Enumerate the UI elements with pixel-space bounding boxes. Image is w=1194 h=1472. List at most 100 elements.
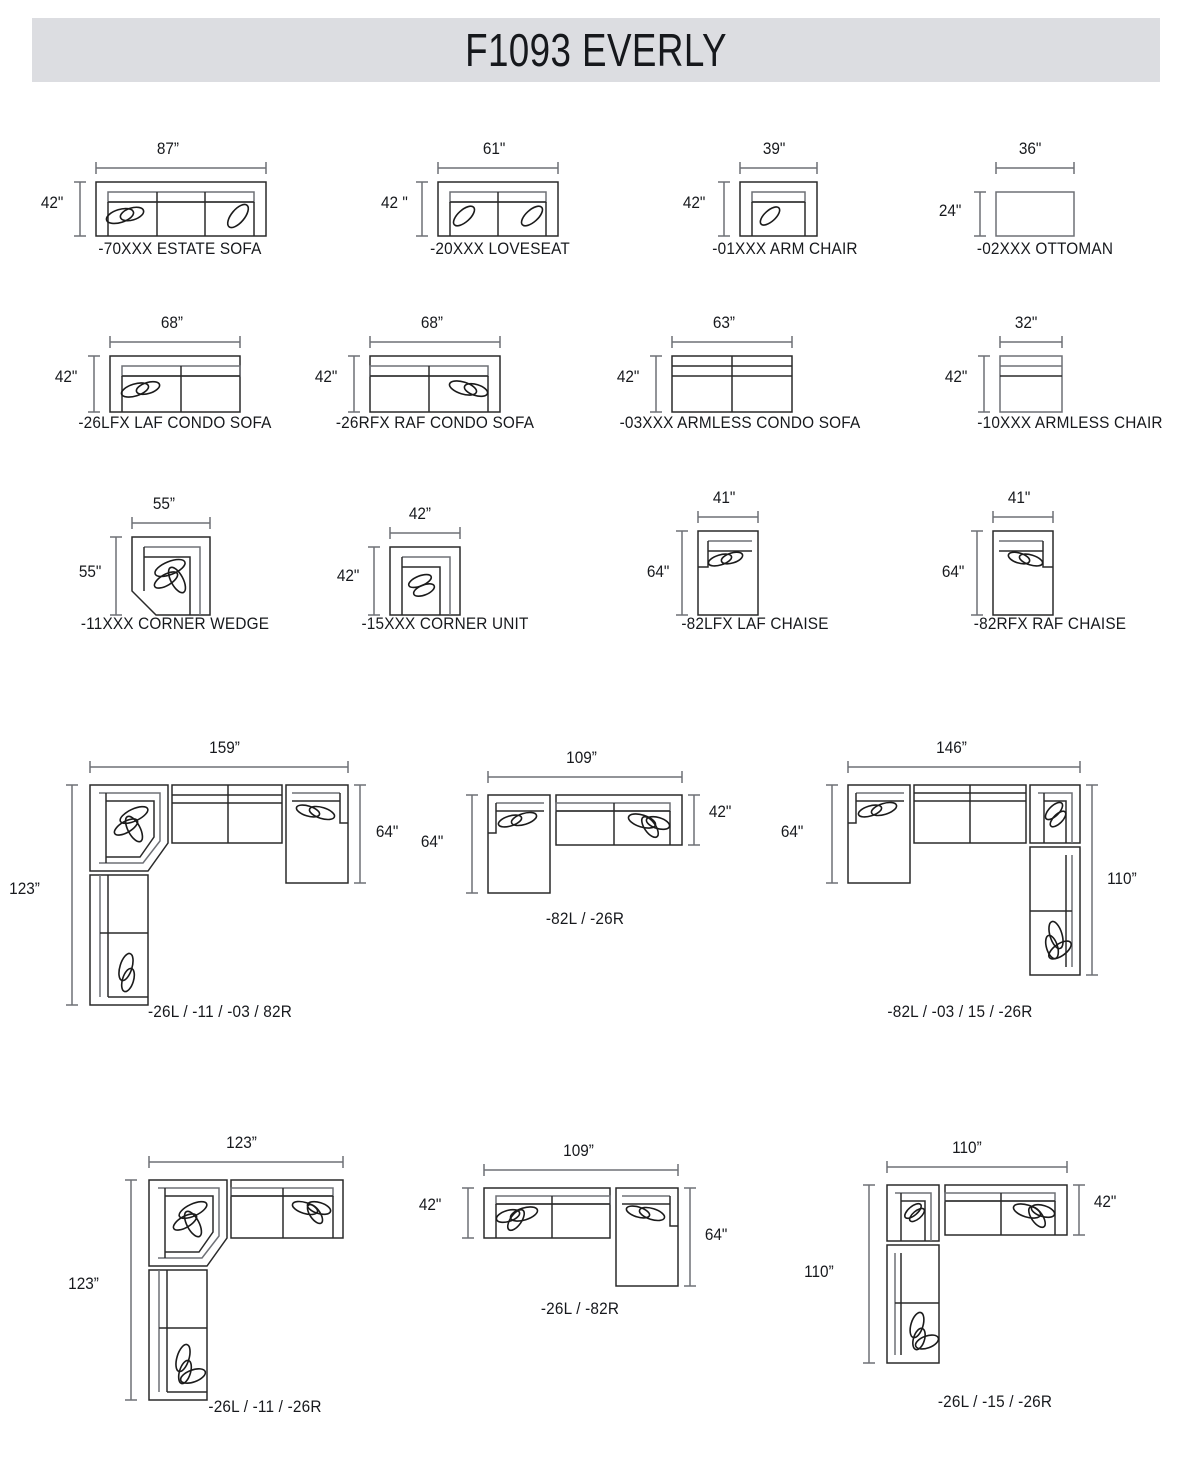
config-depth-label: 110”	[804, 1263, 834, 1281]
config-depth-dimension	[66, 784, 78, 1006]
piece-arm-chair: 39" 42" -01XXX ARM CHAIR	[683, 140, 930, 258]
pillow-icons	[759, 206, 781, 226]
config-width-label: 123”	[226, 1134, 257, 1152]
pillow-icons	[153, 558, 187, 594]
piece-caption: -10XXX ARMLESS CHAIR	[977, 414, 1163, 432]
piece-outline	[389, 546, 461, 616]
depth-label: 42"	[616, 368, 640, 386]
width-dimension-line	[995, 162, 1075, 174]
depth-label: 42"	[944, 368, 968, 386]
depth-dimension-line	[88, 355, 100, 413]
width-label: 42”	[408, 505, 432, 523]
depth-label: 42"	[40, 194, 64, 212]
piece-armless-chair: 32" 42" -10XXX ARMLESS CHAIR	[945, 314, 1180, 432]
piece-caption: -26LFX LAF CONDO SOFA	[78, 414, 272, 432]
pillow-icons	[105, 203, 250, 229]
config-depth-dimension	[462, 1187, 474, 1239]
width-dimension-line	[999, 336, 1063, 348]
config-82l-26r: 109” 64" 42" -82L / -26R	[421, 749, 760, 935]
piece-armless-condo-sofa: 63” 42" -03XXX ARMLESS CONDO SOFA	[616, 314, 910, 432]
depth-label: 42"	[314, 368, 338, 386]
component-armless-condo	[171, 784, 283, 844]
config-width-label: 109”	[566, 749, 597, 767]
config-depth-dimension	[125, 1179, 137, 1401]
config-caption: -26L / -11 / -26R	[208, 1398, 322, 1416]
config-depth-label: 123”	[68, 1275, 99, 1293]
config-width-label: 159”	[209, 739, 240, 757]
width-dimension-line	[389, 527, 461, 539]
config-width-dimension	[89, 761, 349, 773]
page-title: F1093 EVERLY	[465, 24, 727, 76]
width-label: 36"	[1018, 140, 1042, 158]
width-dimension-line	[739, 162, 818, 174]
config-width-dimension	[483, 1164, 679, 1176]
config-26l-15-26r: 110” 110” 42" -26L / -15 / -26R	[804, 1139, 1175, 1425]
width-label: 61"	[482, 140, 506, 158]
pillow-icons-condo	[1012, 1203, 1056, 1229]
depth-dimension-line	[348, 355, 360, 413]
config-depth-dimension	[466, 794, 478, 894]
pillow-icons-condo	[291, 1200, 332, 1225]
config-width-dimension	[487, 771, 683, 783]
config-width-dimension	[148, 1156, 344, 1168]
component-corner-wedge	[148, 1179, 228, 1267]
piece-caption: -15XXX CORNER UNIT	[361, 615, 529, 633]
width-label: 55”	[152, 495, 176, 513]
depth-dimension-line	[650, 355, 662, 413]
config-width-dimension	[847, 761, 1081, 773]
config-depth-dimension	[826, 784, 838, 884]
piece-corner-wedge: 55” 55" -11XXX CORNER WEDGE	[60, 495, 340, 633]
piece-raf-condo-sofa: 68” 42" -26RFX RAF CONDO SOFA	[315, 314, 600, 432]
piece-outline	[109, 355, 241, 413]
piece-outline	[697, 530, 759, 616]
component-laf-condo	[483, 1187, 611, 1239]
depth-label: 42"	[682, 194, 706, 212]
width-dimension-line	[671, 336, 793, 348]
piece-outline	[992, 530, 1054, 616]
pillow-icons-corner	[1044, 801, 1067, 828]
width-dimension-line	[697, 511, 759, 523]
pillow-icons-wedge	[172, 1200, 208, 1238]
width-label: 87”	[156, 140, 180, 158]
piece-caption: -02XXX OTTOMAN	[976, 240, 1114, 258]
pillow-icons-chaise	[295, 804, 336, 821]
depth-label: 24"	[938, 202, 962, 220]
width-dimension-line	[95, 162, 267, 174]
component-laf-chaise	[487, 794, 551, 894]
depth-dimension-line	[971, 530, 983, 616]
piece-loveseat: 61" 42 " -20XXX LOVESEAT	[381, 140, 660, 258]
piece-caption: -11XXX CORNER WEDGE	[80, 615, 270, 633]
component-laf-condo-vertical	[89, 874, 149, 1006]
config-26l-11-03-82r: 159” 123” 64" -26L / -11 / -03 / 82R	[9, 739, 430, 1025]
config-right-dimension	[684, 1187, 696, 1287]
config-26l-11-26r: 123” 123” -26L / -11 / -26R	[68, 1134, 455, 1420]
component-raf-condo	[944, 1184, 1068, 1236]
config-right-label: 64"	[375, 823, 399, 841]
component-raf-chaise	[615, 1187, 679, 1287]
config-caption: -82L / -03 / 15 / -26R	[887, 1003, 1033, 1021]
config-right-label: 110”	[1107, 870, 1137, 888]
config-caption: -26L / -11 / -03 / 82R	[148, 1003, 292, 1021]
depth-label: 55"	[78, 563, 102, 581]
piece-estate-sofa: 87” 42" -70XXX ESTATE SOFA	[41, 140, 360, 258]
pillow-icons	[707, 551, 744, 567]
pillow-icons-vertical	[175, 1343, 207, 1385]
width-dimension-line	[369, 336, 501, 348]
pillow-icons-condo	[495, 1206, 539, 1232]
pillow-icons-vertical	[1044, 920, 1072, 960]
pillow-icons-chaise	[497, 811, 538, 828]
config-right-label: 64"	[704, 1226, 728, 1244]
piece-laf-condo-sofa: 68” 42" -26LFX LAF CONDO SOFA	[55, 314, 340, 432]
component-laf-chaise	[847, 784, 911, 884]
pillow-icons	[452, 205, 544, 227]
width-label: 39"	[762, 140, 786, 158]
config-right-dimension	[354, 784, 366, 884]
depth-label: 42 "	[381, 194, 408, 212]
piece-caption: -82LFX LAF CHAISE	[681, 615, 829, 633]
depth-label: 64"	[941, 563, 965, 581]
config-right-dimension	[688, 794, 700, 846]
config-26l-82r: 109” 42" 64" -26L / -82R	[419, 1142, 770, 1333]
depth-dimension-line	[974, 191, 986, 237]
width-dimension-line	[992, 511, 1054, 523]
piece-outline	[995, 191, 1075, 237]
